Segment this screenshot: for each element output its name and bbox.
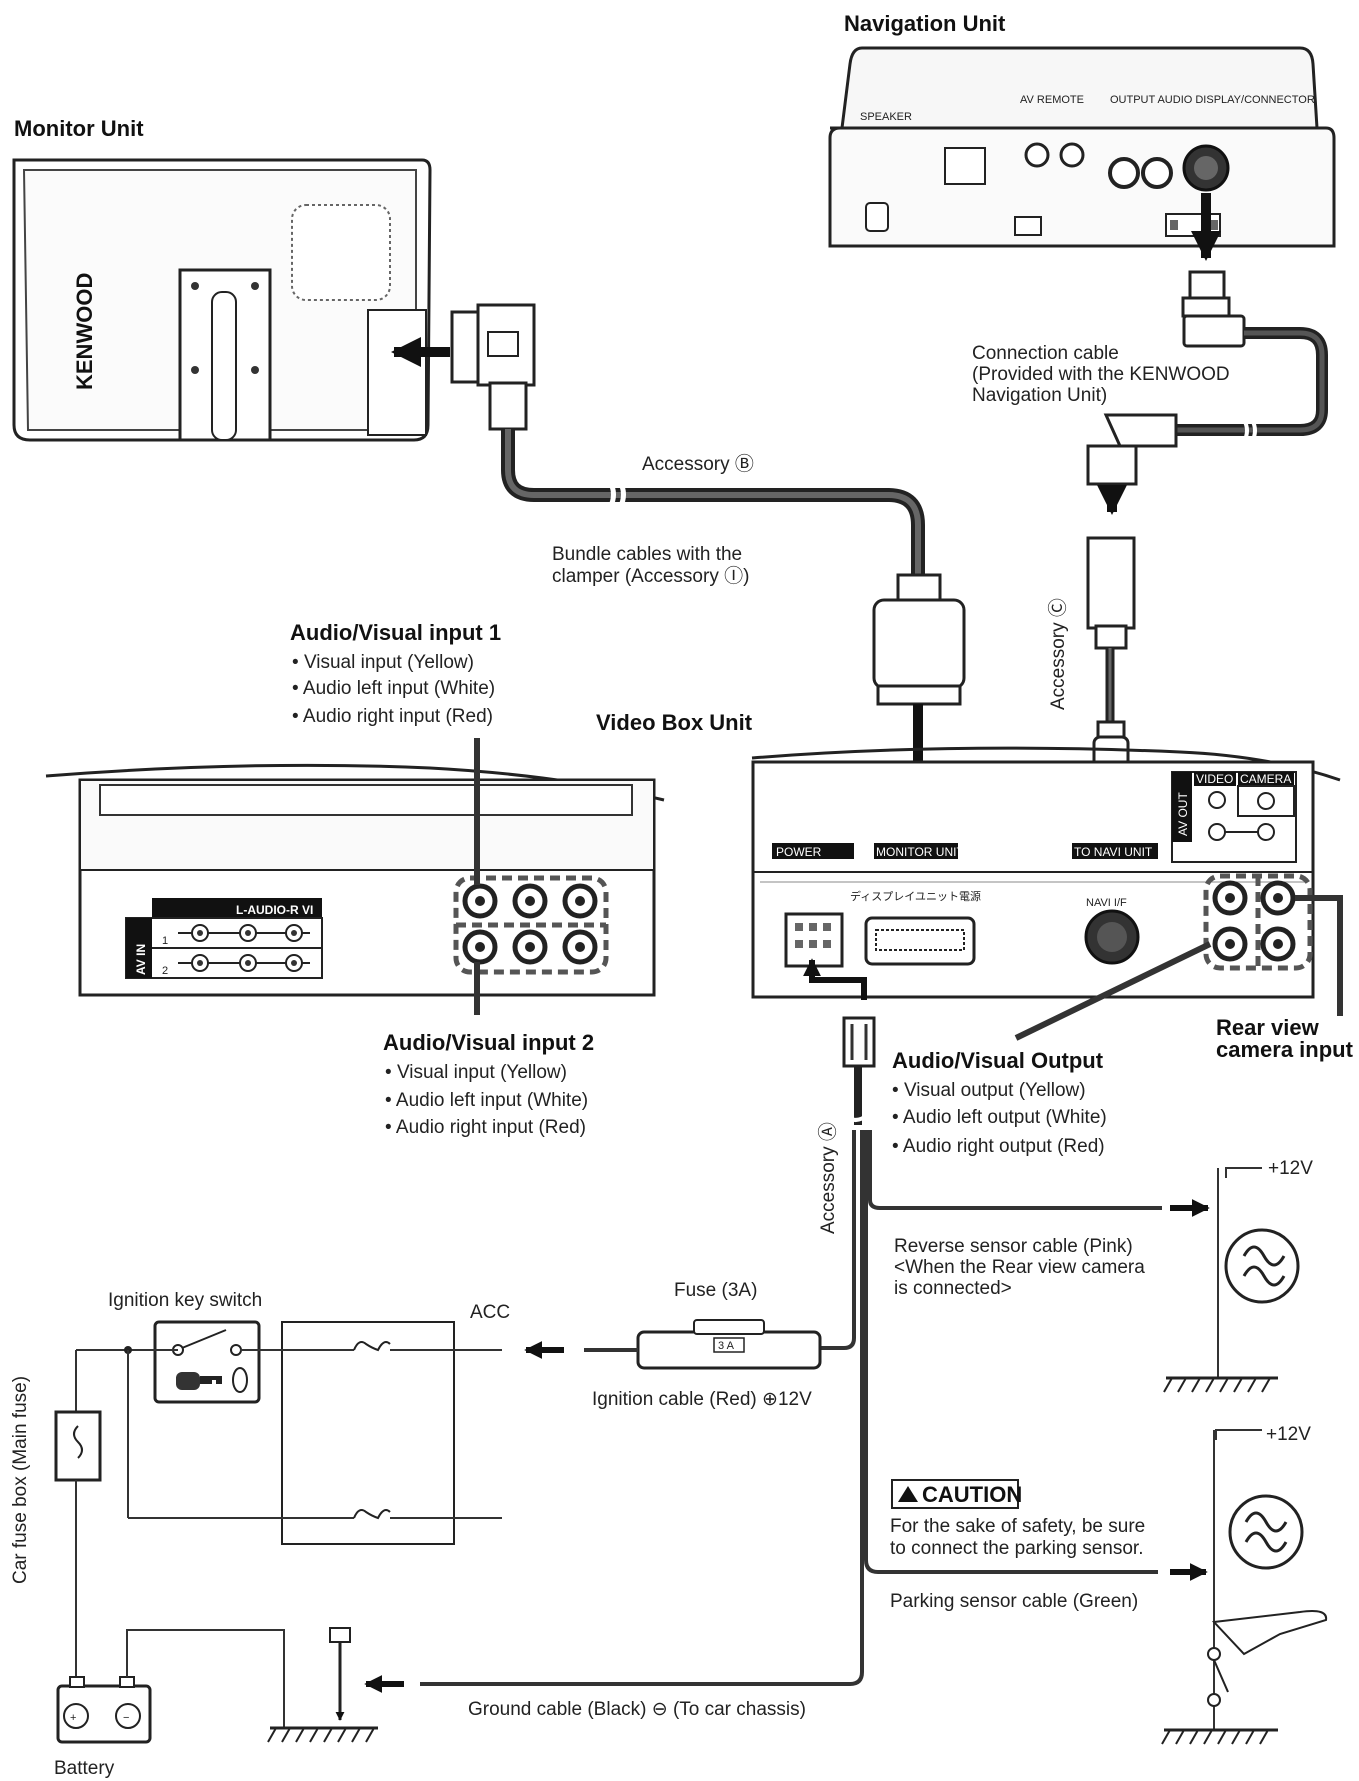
video-box-power-label: POWER <box>776 845 822 859</box>
caution-title: CAUTION <box>922 1482 1022 1507</box>
car-wiring: + − <box>54 1320 502 1744</box>
acc-label: ACC <box>470 1302 510 1323</box>
svg-text:AV REMOTE: AV REMOTE <box>1020 94 1084 106</box>
video-box-video-label: VIDEO <box>1196 772 1233 786</box>
caution-box <box>891 1479 1019 1509</box>
battery-label: Battery <box>54 1758 115 1779</box>
video-box-navi-if: NAVI I/F <box>1086 897 1127 909</box>
av-input-1-item-1: • Visual input (Yellow) <box>292 652 474 673</box>
reverse-label-3: is connected> <box>894 1278 1012 1299</box>
av-in-row-1: 1 <box>162 935 168 947</box>
av-output-item-2: • Audio left output (White) <box>892 1107 1107 1128</box>
accessory-c-label: Accessory Ⓒ <box>1047 598 1069 710</box>
connection-cable-label-1: Connection cable <box>972 343 1119 364</box>
plus12v-top: +12V <box>1268 1158 1313 1179</box>
monitor-unit: KENWOOD <box>12 158 432 442</box>
svg-text:SPEAKER: SPEAKER <box>860 111 912 123</box>
av-input-2-item-3: • Audio right input (Red) <box>385 1117 586 1138</box>
navigation-unit: SPEAKER AV REMOTE OUTPUT AUDIO DISPLAY/C… <box>828 46 1336 248</box>
video-box-camera-label: CAMERA <box>1240 772 1291 786</box>
bundle-label-2: clamper (Accessory Ⓘ) <box>552 565 749 587</box>
fuse-label: Fuse (3A) <box>674 1280 757 1301</box>
av-input-1-title: Audio/Visual input 1 <box>290 620 501 645</box>
video-box-avout-label: AV OUT <box>1176 792 1190 836</box>
av-input-box: 1 2 <box>45 738 665 1015</box>
av-output-title: Audio/Visual Output <box>892 1048 1104 1073</box>
ignition-switch-label: Ignition key switch <box>108 1290 262 1311</box>
video-box-laudior-label: L - AUDIO - R <box>1208 845 1282 859</box>
fuse-mark: 3 A <box>718 1340 735 1352</box>
car-fuse-box-label: Car fuse box (Main fuse) <box>10 1376 31 1584</box>
parking-label: Parking sensor cable (Green) <box>890 1591 1138 1612</box>
accessory-b-label: Accessory Ⓑ <box>642 453 754 475</box>
av-input-1-item-3: • Audio right input (Red) <box>292 706 493 727</box>
monitor-unit-title: Monitor Unit <box>14 116 144 141</box>
caution-line-2: to connect the parking sensor. <box>890 1538 1144 1559</box>
video-box-display-power: ディスプレイユニット電源 <box>850 889 981 903</box>
video-box-monitor-label: MONITOR UNIT <box>876 845 964 859</box>
av-input-2-item-2: • Audio left input (White) <box>385 1090 588 1111</box>
av-in-row-2: 2 <box>162 965 168 977</box>
av-output-item-3: • Audio right output (Red) <box>892 1136 1105 1157</box>
video-box-title: Video Box Unit <box>596 710 753 735</box>
av-in-label: AV IN <box>134 944 148 975</box>
connection-cable-label-3: Navigation Unit) <box>972 385 1107 406</box>
reverse-lamp <box>1163 1167 1300 1393</box>
rear-camera-label-1: Rear view <box>1216 1015 1320 1040</box>
svg-text:OUTPUT AUDIO DISPLAY/CONNECT: OUTPUT AUDIO DISPLAY/CONNECTOR <box>1110 94 1315 106</box>
rear-camera-label-2: camera input <box>1216 1037 1354 1062</box>
ground-cable-label: Ground cable (Black) ⊖ (To car chassis) <box>468 1699 806 1720</box>
plus12v-bottom: +12V <box>1266 1424 1311 1445</box>
connection-cable <box>1086 193 1328 515</box>
navigation-unit-title: Navigation Unit <box>844 11 1006 36</box>
reverse-label-1: Reverse sensor cable (Pink) <box>894 1236 1133 1257</box>
av-input-1-item-2: • Audio left input (White) <box>292 678 495 699</box>
bundle-label-1: Bundle cables with the <box>552 544 742 565</box>
connection-cable-label-2: (Provided with the KENWOOD <box>972 364 1230 385</box>
av-in-header: L-AUDIO-R VI <box>236 903 313 917</box>
accessory-a-label: Accessory Ⓐ <box>817 1122 839 1234</box>
video-box-to-navi-label: TO NAVI UNIT <box>1074 845 1153 859</box>
svg-text:−: − <box>123 1712 129 1724</box>
svg-text:+: + <box>70 1712 76 1724</box>
reverse-label-2: <When the Rear view camera <box>894 1257 1145 1278</box>
parking-lamp <box>1161 1429 1328 1745</box>
av-input-2-title: Audio/Visual input 2 <box>383 1030 594 1055</box>
video-box-unit <box>751 746 1343 1041</box>
ignition-cable-label: Ignition cable (Red) ⊕12V <box>592 1389 812 1410</box>
accessory-a-harness <box>364 958 1210 1693</box>
av-input-2-item-1: • Visual input (Yellow) <box>385 1062 567 1083</box>
caution-line-1: For the sake of safety, be sure <box>890 1516 1145 1537</box>
av-output-item-1: • Visual output (Yellow) <box>892 1080 1086 1101</box>
monitor-brand: KENWOOD <box>72 273 97 390</box>
